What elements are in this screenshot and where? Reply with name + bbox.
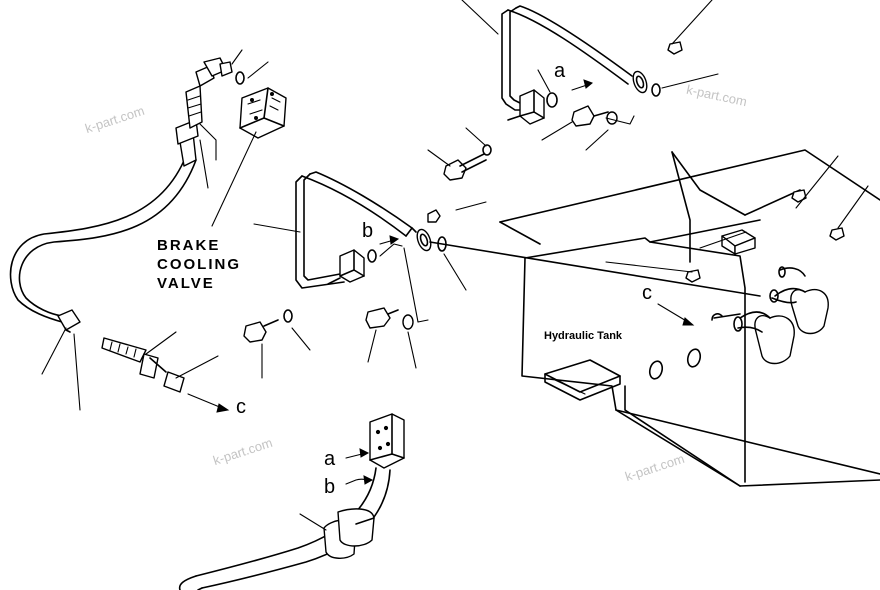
callout-a-bottom: a [324,448,336,470]
callout-b-bottom: b [324,476,336,498]
callout-b-middle: b [362,220,374,242]
leader-lines [41,0,869,531]
tank-label: Hydraulic Tank [544,330,623,342]
upper-pipe [501,5,648,125]
valve-label: BRAKE COOLING VALVE [157,236,241,293]
valve-label-line1: BRAKE [157,237,221,254]
callout-c-tank: c [642,282,652,304]
valve-label-line2: COOLING [157,256,241,273]
hydraulic-tank [499,149,880,487]
arrows [187,79,695,485]
valve-label-line3: VALVE [157,275,215,292]
hose [9,57,227,393]
hardware [219,41,845,343]
middle-pipe [295,171,761,297]
callout-a-upper: a [554,60,566,82]
bottom-pipe [178,413,405,590]
brake-cooling-valve-part [239,87,287,139]
callout-c-left: c [236,396,246,418]
